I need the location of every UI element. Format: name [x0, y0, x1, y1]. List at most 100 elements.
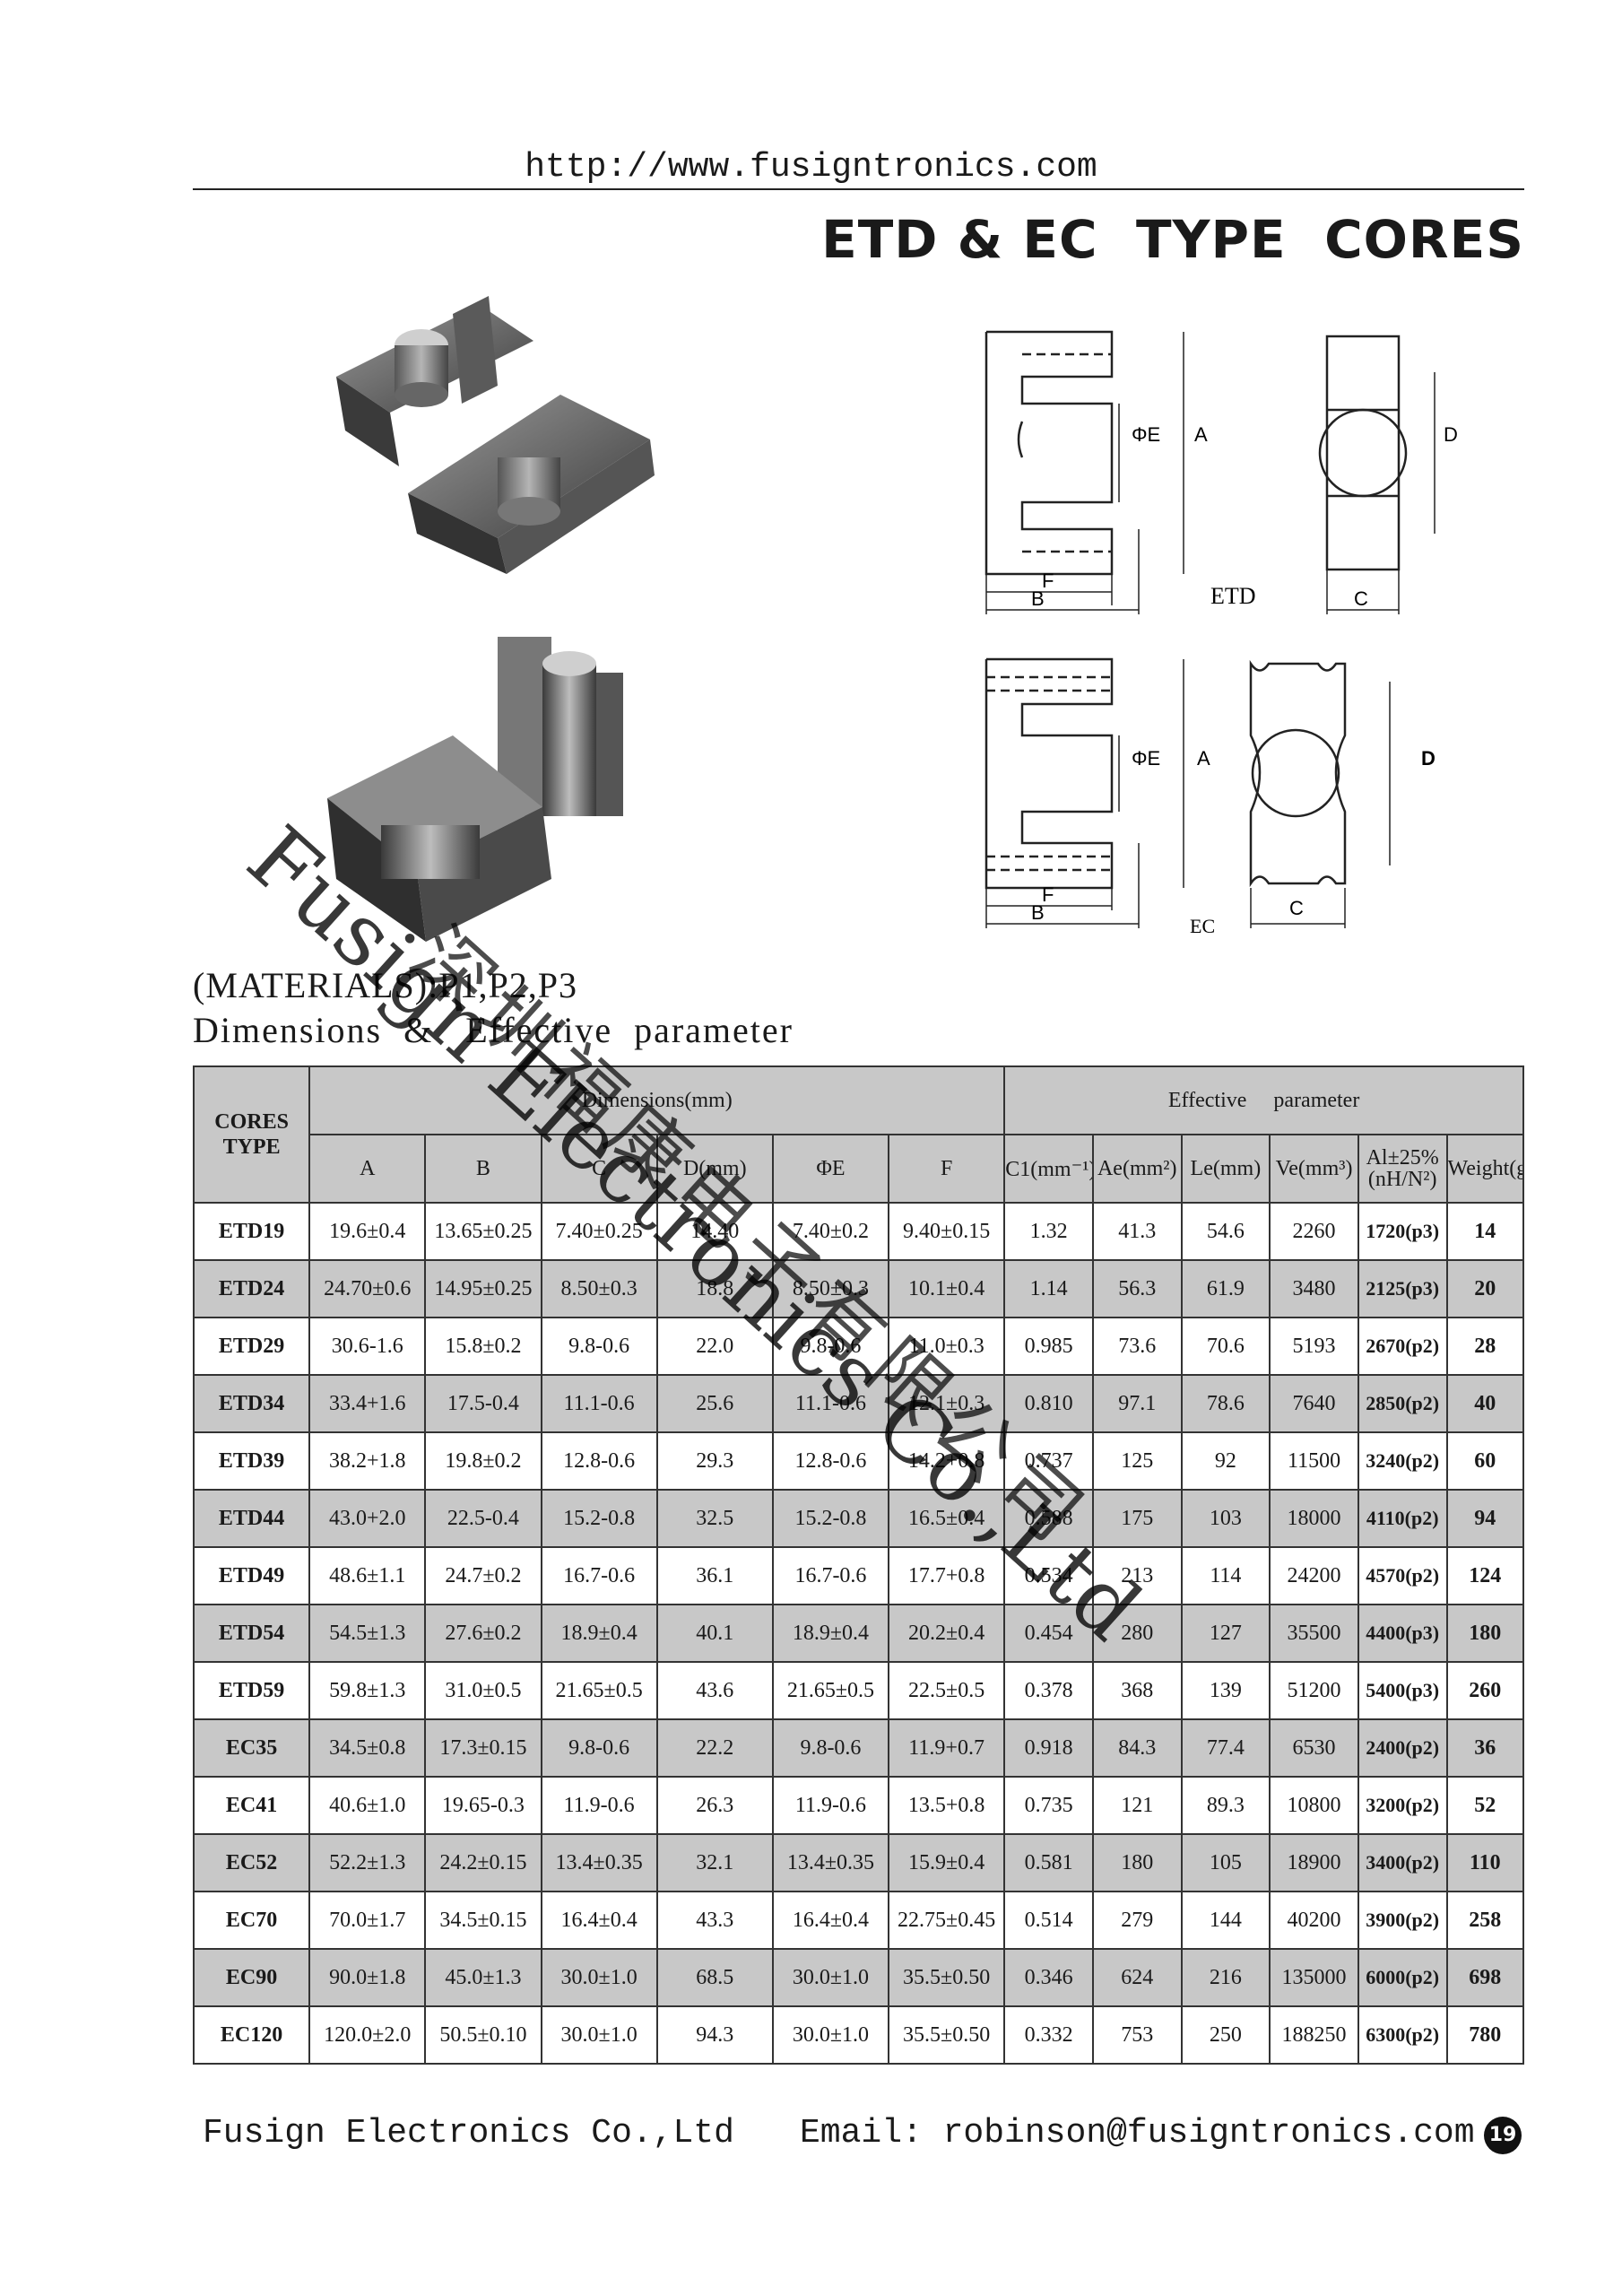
cell-b: 19.65-0.3 — [424, 1776, 542, 1835]
cell-ve: 40200 — [1269, 1891, 1359, 1950]
cell-phi-e: 12.8-0.6 — [771, 1431, 890, 1491]
cell-f: 17.7+0.8 — [888, 1546, 1006, 1605]
cell-weight: 52 — [1445, 1776, 1525, 1835]
cell-a: 70.0±1.7 — [308, 1891, 427, 1950]
cell-ve: 3480 — [1269, 1259, 1359, 1318]
cell-al: 4110(p2) — [1357, 1489, 1448, 1548]
cell-d: 32.5 — [655, 1489, 774, 1548]
cell-c1: 1.32 — [1003, 1202, 1094, 1261]
cell-weight: 698 — [1445, 1948, 1525, 2007]
col-al: Al±25% (nH/N²) — [1357, 1134, 1448, 1204]
cell-d: 68.5 — [655, 1948, 774, 2007]
col-c1: C1(mm⁻¹) — [1003, 1134, 1094, 1204]
cell-c: 30.0±1.0 — [540, 2005, 658, 2065]
col-al-line2: (nH/N²) — [1367, 1168, 1437, 1191]
cell-c1: 0.332 — [1003, 2005, 1094, 2065]
cell-d: 29.3 — [655, 1431, 774, 1491]
cell-weight: 258 — [1445, 1891, 1525, 1950]
cell-c1: 0.735 — [1003, 1776, 1094, 1835]
cell-ae: 125 — [1091, 1431, 1183, 1491]
cell-d: 25.6 — [655, 1374, 774, 1433]
cell-core: ETD39 — [192, 1431, 311, 1491]
cell-f: 10.1±0.4 — [888, 1259, 1006, 1318]
header-url: http://www.fusigntronics.com — [525, 148, 1097, 187]
cell-weight: 36 — [1445, 1718, 1525, 1778]
cell-c: 11.1-0.6 — [540, 1374, 658, 1433]
cell-a: 38.2+1.8 — [308, 1431, 427, 1491]
cell-al: 1720(p3) — [1357, 1202, 1448, 1261]
cell-phi-e: 13.4±0.35 — [771, 1833, 890, 1892]
cell-al: 2125(p3) — [1357, 1259, 1448, 1318]
cell-d: 26.3 — [655, 1776, 774, 1835]
cell-ve: 10800 — [1269, 1776, 1359, 1835]
cell-al: 3200(p2) — [1357, 1776, 1448, 1835]
cell-a: 40.6±1.0 — [308, 1776, 427, 1835]
cell-d: 43.6 — [655, 1661, 774, 1720]
cell-b: 50.5±0.10 — [424, 2005, 542, 2065]
cell-ve: 6530 — [1269, 1718, 1359, 1778]
cell-weight: 124 — [1445, 1546, 1525, 1605]
ec-drawing-label: EC — [1190, 915, 1215, 937]
cell-ve: 11500 — [1269, 1431, 1359, 1491]
cell-a: 30.6-1.6 — [308, 1317, 427, 1376]
etd-drawing: ΦE A D F B C ETD — [984, 330, 1458, 614]
cell-b: 13.65±0.25 — [424, 1202, 542, 1261]
header-effective: Effective parameter — [1003, 1065, 1524, 1135]
cell-c1: 0.346 — [1003, 1948, 1094, 2007]
page-title: ETD & EC TYPE CORES — [821, 209, 1524, 270]
footer-email: Email: robinson@fusigntronics.com — [800, 2114, 1475, 2152]
footer-company: Fusign Electronics Co.,Ltd — [203, 2114, 734, 2152]
cell-d: 43.3 — [655, 1891, 774, 1950]
cell-ae: 280 — [1091, 1604, 1183, 1663]
cell-le: 89.3 — [1180, 1776, 1271, 1835]
page-number-badge: 19 — [1484, 2117, 1522, 2154]
cell-phi-e: 7.40±0.2 — [771, 1202, 890, 1261]
header-dimensions: Dimensions(mm) — [308, 1065, 1006, 1135]
etd-label-f: F — [1042, 570, 1054, 592]
cell-f: 35.5±0.50 — [888, 2005, 1006, 2065]
cell-phi-e: 9.8-0.6 — [771, 1317, 890, 1376]
cell-core: ETD54 — [192, 1604, 311, 1663]
cell-weight: 94 — [1445, 1489, 1525, 1548]
cell-c: 30.0±1.0 — [540, 1948, 658, 2007]
cell-b: 24.7±0.2 — [424, 1546, 542, 1605]
cell-core: ETD24 — [192, 1259, 311, 1318]
cell-al: 2850(p2) — [1357, 1374, 1448, 1433]
cell-b: 22.5-0.4 — [424, 1489, 542, 1548]
cell-c: 13.4±0.35 — [540, 1833, 658, 1892]
cell-core: ETD29 — [192, 1317, 311, 1376]
cell-f: 13.5+0.8 — [888, 1776, 1006, 1835]
cell-b: 17.3±0.15 — [424, 1718, 542, 1778]
col-weight: Weight(g) — [1445, 1134, 1525, 1204]
cell-ae: 41.3 — [1091, 1202, 1183, 1261]
cell-phi-e: 8.50±0.3 — [771, 1259, 890, 1318]
cell-le: 139 — [1180, 1661, 1271, 1720]
cell-ae: 180 — [1091, 1833, 1183, 1892]
materials-line: (MATERIALS):P1,P2,P3 — [193, 965, 577, 1005]
cell-b: 24.2±0.15 — [424, 1833, 542, 1892]
cell-c: 16.7-0.6 — [540, 1546, 658, 1605]
cell-d: 22.2 — [655, 1718, 774, 1778]
cell-weight: 180 — [1445, 1604, 1525, 1663]
ec-label-c: C — [1289, 897, 1304, 919]
cell-le: 61.9 — [1180, 1259, 1271, 1318]
cell-ve: 188250 — [1269, 2005, 1359, 2065]
cell-phi-e: 9.8-0.6 — [771, 1718, 890, 1778]
cell-weight: 14 — [1445, 1202, 1525, 1261]
cell-core: EC120 — [192, 2005, 311, 2065]
cell-f: 20.2±0.4 — [888, 1604, 1006, 1663]
cell-d: 22.0 — [655, 1317, 774, 1376]
col-ve: Ve(mm³) — [1269, 1134, 1359, 1204]
cell-al: 6000(p2) — [1357, 1948, 1448, 2007]
ec-drawing: ΦE A D F B C EC — [984, 657, 1436, 937]
cell-core: EC52 — [192, 1833, 311, 1892]
cell-core: ETD59 — [192, 1661, 311, 1720]
cell-phi-e: 18.9±0.4 — [771, 1604, 890, 1663]
col-c: C — [540, 1134, 658, 1204]
cell-le: 144 — [1180, 1891, 1271, 1950]
